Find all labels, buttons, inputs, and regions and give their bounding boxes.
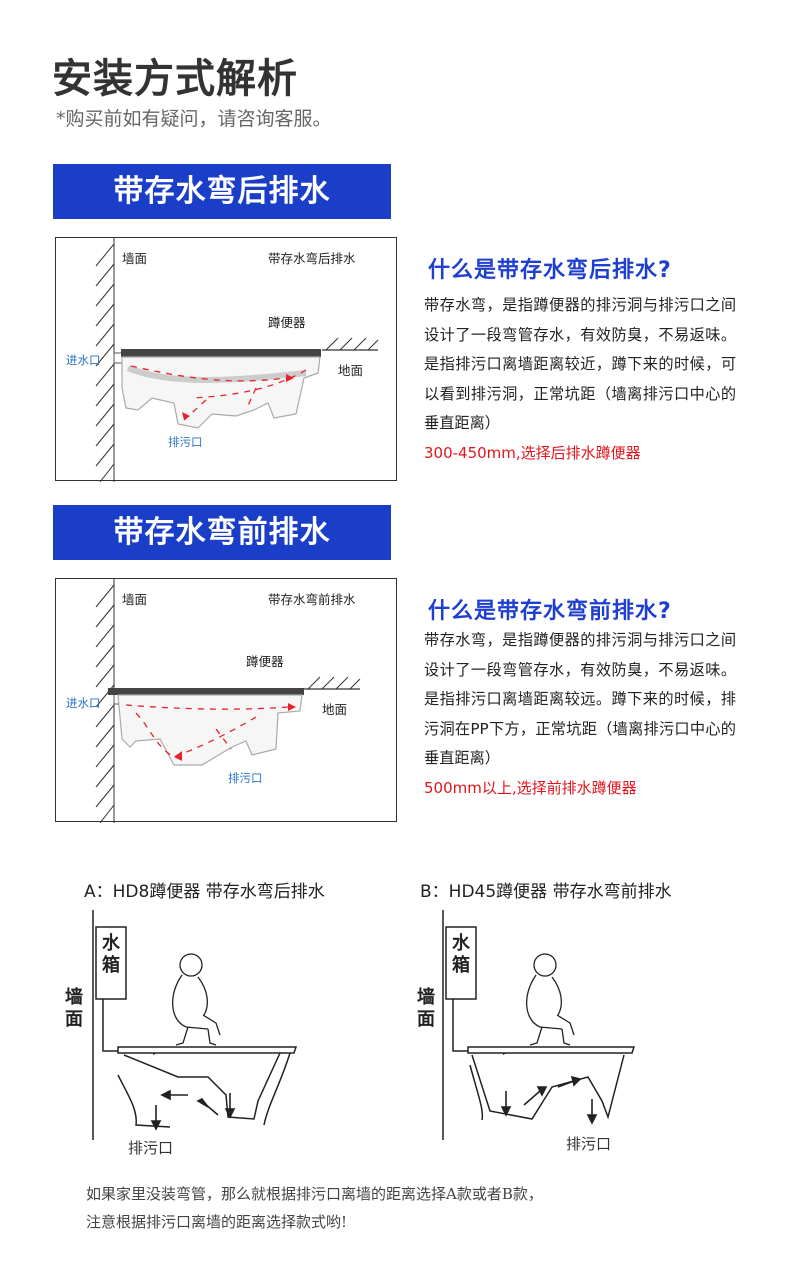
label-tank: 水箱 [452,933,470,976]
diagram-front-drain: 墙面 带存水弯前排水 蹲便器 地面 进水口 排污口 [55,578,397,823]
label-outlet: 排污口 [566,1135,612,1153]
question-rear-drain: 什么是带存水弯后排水? [428,258,672,283]
footer-note-line2: 注意根据排污口离墙的距离选择款式哟! [86,1213,348,1231]
label-floor: 地面 [338,363,364,378]
label-tank: 水箱 [102,933,120,976]
squatting-figure [171,953,221,1046]
page-title: 安装方式解析 [52,56,298,102]
label-outlet: 排污口 [228,771,263,785]
highlight-rear-drain: 300-450mm,选择后排水蹲便器 [424,443,641,462]
label-wall: 墙面 [122,592,148,607]
description-text: 带存水弯，是指蹲便器的排污洞与排污口之间设计了一段弯管存水，有效防臭，不易返味。… [424,296,736,432]
caption-a: A：HD8蹲便器 带存水弯后排水 [84,882,325,902]
label-inlet: 进水口 [66,696,101,710]
squat-toilet-a [92,910,298,1140]
diagram-rear-drain: 墙面 带存水弯后排水 蹲便器 地面 进水口 排污口 [55,237,397,482]
banner-front-drain: 带存水弯前排水 [53,505,391,560]
label-fixture: 蹲便器 [268,315,306,330]
illustration-a: 水箱 墙面 排污口 [58,905,358,1170]
label-wall: 墙面 [417,987,435,1030]
label-wall: 墙面 [65,987,83,1030]
label-wall: 墙面 [122,251,148,266]
squatting-figure [525,953,575,1046]
front-drain-illustration [95,579,361,823]
description-rear-drain: 带存水弯，是指蹲便器的排污洞与排污口之间设计了一段弯管存水，有效防臭，不易返味。… [424,291,736,468]
illustration-b: 水箱 墙面 排污口 [412,905,712,1170]
question-front-drain: 什么是带存水弯前排水? [428,599,672,624]
page-subtitle: *购买前如有疑问，请咨询客服。 [56,108,332,130]
label-outlet: 排污口 [168,435,203,449]
label-caption: 带存水弯前排水 [268,592,356,607]
label-inlet: 进水口 [66,353,101,367]
label-fixture: 蹲便器 [246,654,284,669]
flow-arrows [125,704,289,758]
label-caption: 带存水弯后排水 [268,251,356,266]
banner-rear-drain: 带存水弯后排水 [53,164,391,219]
description-text: 带存水弯，是指蹲便器的排污洞与排污口之间设计了一段弯管存水，有效防臭，不易返味。… [424,631,736,767]
footer-note: 如果家里没装弯管，那么就根据排污口离墙的距离选择A款或者B款， 注意根据排污口离… [86,1180,726,1236]
highlight-front-drain: 500mm以上,选择前排水蹲便器 [424,778,637,797]
description-front-drain: 带存水弯，是指蹲便器的排污洞与排污口之间设计了一段弯管存水，有效防臭，不易返味。… [424,626,736,803]
squat-toilet-b [442,910,636,1140]
rear-drain-illustration [95,238,379,482]
label-outlet: 排污口 [128,1139,174,1157]
caption-b: B：HD45蹲便器 带存水弯前排水 [420,882,672,902]
label-floor: 地面 [322,702,348,717]
footer-note-line1: 如果家里没装弯管，那么就根据排污口离墙的距离选择A款或者B款， [86,1185,543,1203]
